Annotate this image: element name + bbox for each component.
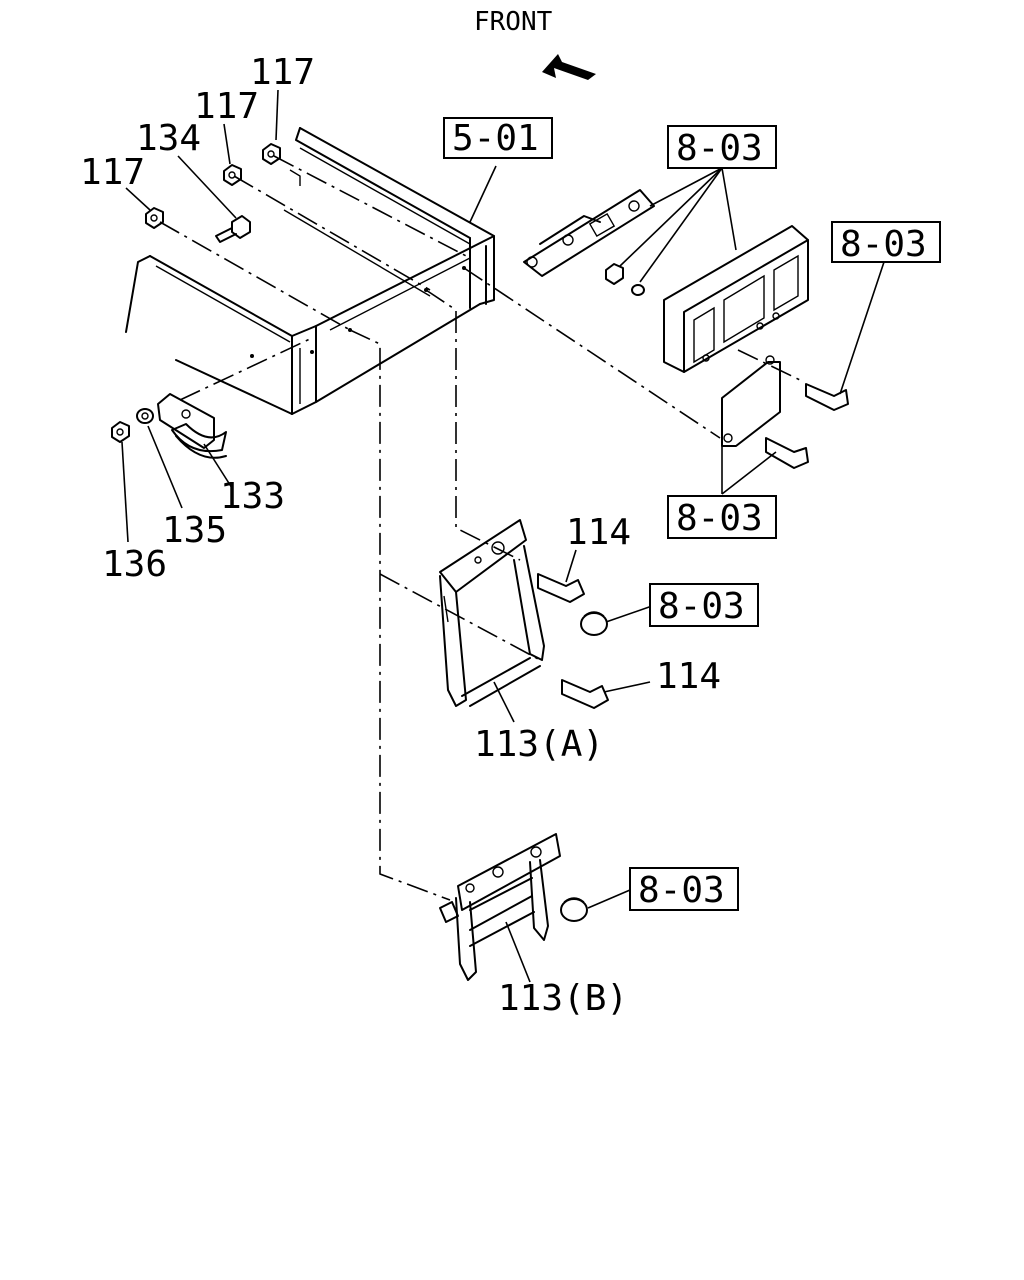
callout-133: 133 (220, 476, 285, 517)
callout-135: 135 (162, 510, 227, 551)
bolt-8-03-a (805, 383, 849, 411)
ref-label-8-03-a: 8-03 (676, 128, 763, 169)
ref-box-8-03-b: 8-03 (831, 221, 941, 265)
ref-box-8-03-a: 8-03 (667, 125, 777, 169)
bolt-114-a (537, 573, 585, 603)
frame-rail-assembly (125, 127, 495, 415)
bolt-114-b (561, 679, 609, 709)
callout-117-a: 117 (250, 52, 315, 93)
arrow-left-icon (542, 54, 596, 80)
mounting-plate-8-03 (663, 225, 809, 373)
ref-box-8-03-d: 8-03 (649, 583, 759, 627)
ref-label-8-03-d: 8-03 (658, 586, 745, 627)
ref-label-8-03-e: 8-03 (638, 870, 725, 911)
cap-8-03-b (560, 897, 588, 922)
front-label: FRONT (474, 7, 553, 37)
callout-114-b: 114 (656, 656, 721, 697)
bolt-8-03-b (765, 437, 809, 469)
nut-117-b (223, 164, 242, 186)
bolt-134 (215, 215, 251, 243)
callout-113a: 113(A) (474, 724, 604, 765)
tow-hook-133 (157, 393, 227, 459)
step-bracket-113a (439, 519, 545, 707)
step-bracket-113b (455, 833, 561, 981)
washer-135 (136, 408, 154, 424)
bracket-8-03 (523, 189, 655, 277)
ref-box-5-01: 5-01 (443, 117, 553, 159)
nut-117-a (262, 143, 281, 165)
nut-136 (111, 421, 130, 443)
callout-113b: 113(B) (498, 978, 628, 1019)
callout-134: 134 (136, 118, 201, 159)
ref-box-8-03-e: 8-03 (629, 867, 739, 911)
cover-plate-8-03 (721, 355, 781, 447)
bolt-113b (439, 901, 459, 923)
ref-label-5-01: 5-01 (452, 118, 539, 159)
assembly-lines (159, 155, 801, 901)
nut-117-c (145, 207, 164, 229)
callout-114-a: 114 (566, 512, 631, 553)
callout-117-c: 117 (80, 152, 145, 193)
ref-label-8-03-c: 8-03 (676, 498, 763, 539)
ref-label-8-03-b: 8-03 (840, 224, 927, 265)
callout-136: 136 (102, 544, 167, 585)
leader-lines (121, 89, 885, 983)
cap-8-03-a (580, 611, 608, 636)
nut-washer-8-03 (605, 263, 645, 296)
callout-117-b: 117 (194, 86, 259, 127)
ref-box-8-03-c: 8-03 (667, 495, 777, 539)
